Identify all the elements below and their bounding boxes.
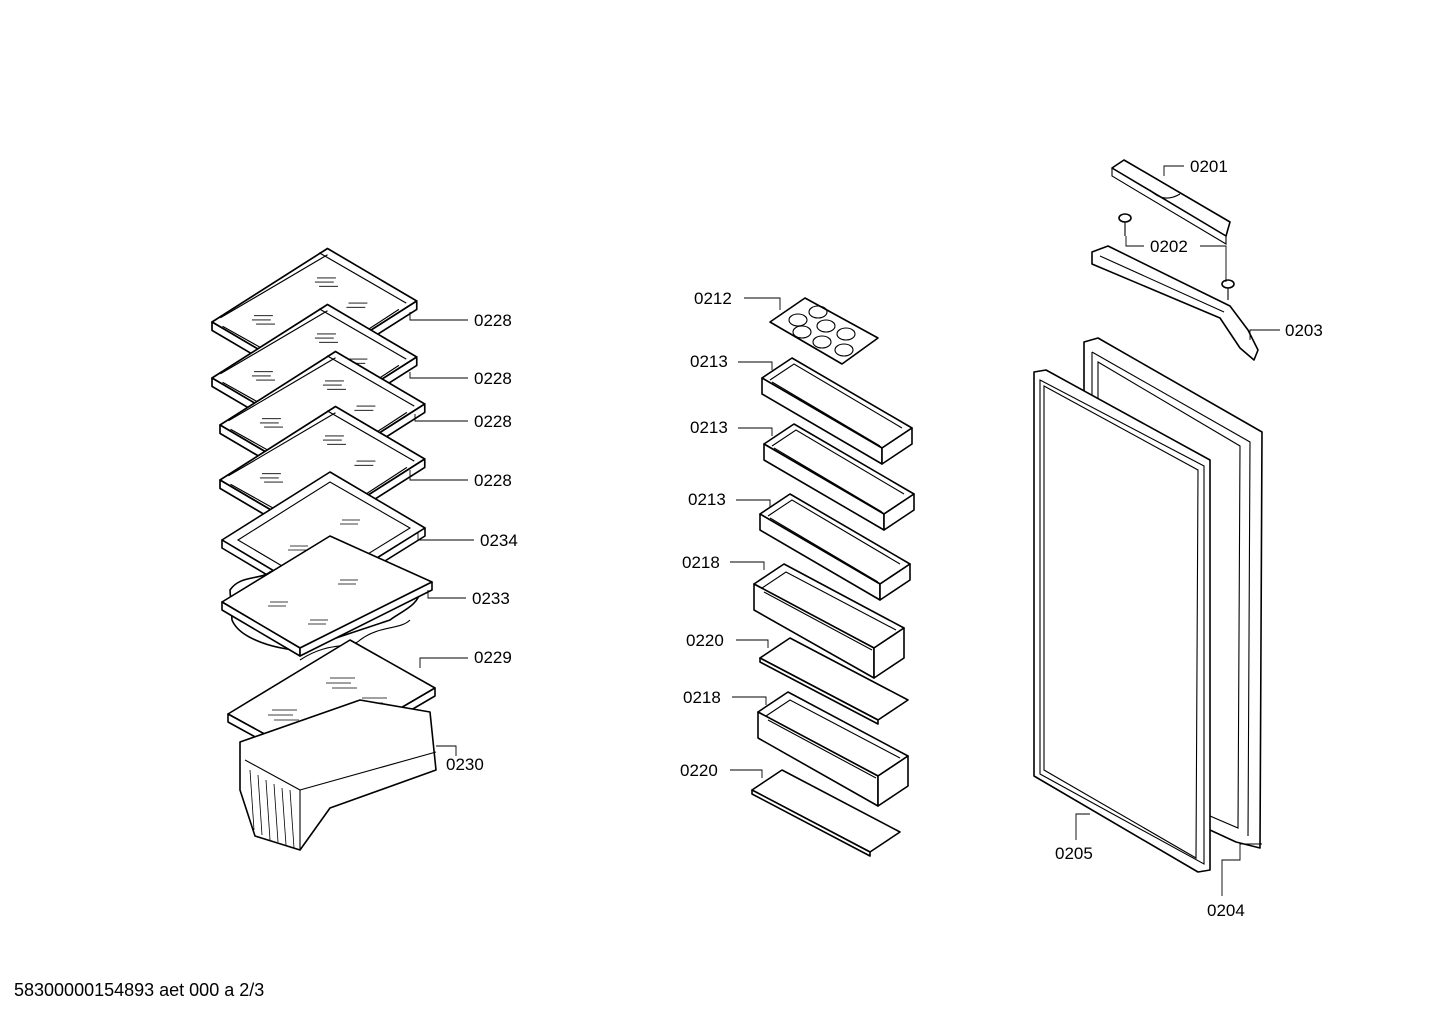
callout-0229: 0229 bbox=[474, 648, 512, 667]
callout-0201: 0201 bbox=[1190, 157, 1228, 176]
callout-0228-c: 0228 bbox=[474, 412, 512, 431]
crisper-drawer-0230 bbox=[239, 699, 437, 851]
callout-0230: 0230 bbox=[446, 755, 484, 774]
hinge-bracket-0203 bbox=[1091, 245, 1259, 361]
callout-0205: 0205 bbox=[1055, 844, 1093, 863]
screw-0202-a bbox=[1118, 213, 1132, 236]
callout-0220-a: 0220 bbox=[686, 631, 724, 650]
callout-0204: 0204 bbox=[1207, 901, 1245, 920]
callout-0203: 0203 bbox=[1285, 321, 1323, 340]
door-gasket-0205 bbox=[1033, 369, 1211, 873]
callout-0213-b: 0213 bbox=[690, 418, 728, 437]
egg-tray-0212 bbox=[769, 297, 879, 365]
callout-0218-b: 0218 bbox=[683, 688, 721, 707]
callout-0218-a: 0218 bbox=[682, 553, 720, 572]
callout-0228-a: 0228 bbox=[474, 311, 512, 330]
callout-0228-d: 0228 bbox=[474, 471, 512, 490]
callout-0228-b: 0228 bbox=[474, 369, 512, 388]
callout-0202: 0202 bbox=[1150, 237, 1188, 256]
leader-lines bbox=[409, 165, 1280, 896]
screw-0202-b bbox=[1221, 279, 1235, 300]
callout-0212: 0212 bbox=[694, 289, 732, 308]
door-handle-0201 bbox=[1111, 159, 1231, 245]
document-id: 58300000154893 aet 000 a 2/3 bbox=[14, 980, 265, 1000]
shelf-0233 bbox=[221, 535, 433, 661]
callout-0213-a: 0213 bbox=[690, 352, 728, 371]
callout-0233: 0233 bbox=[472, 589, 510, 608]
callout-labels: 0228 0228 0228 0228 0234 0233 0229 0230 … bbox=[446, 157, 1323, 920]
callout-0234: 0234 bbox=[480, 531, 518, 550]
callout-0220-b: 0220 bbox=[680, 761, 718, 780]
callout-0213-c: 0213 bbox=[688, 490, 726, 509]
